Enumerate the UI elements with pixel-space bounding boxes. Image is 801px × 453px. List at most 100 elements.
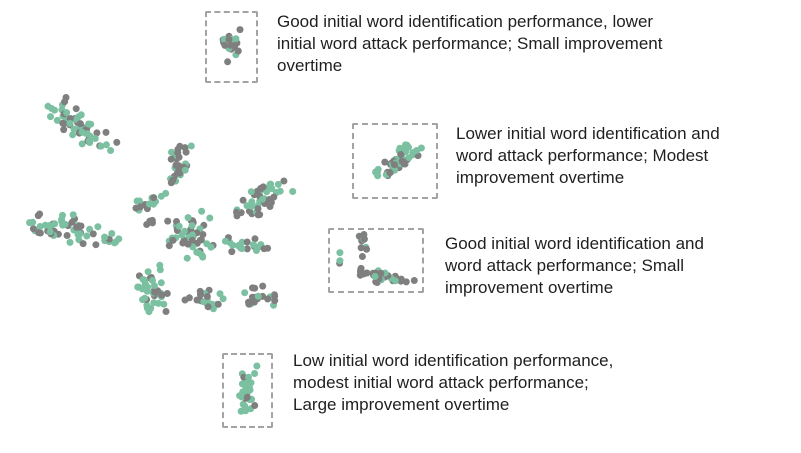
- scatter-point: [236, 392, 244, 400]
- scatter-point: [197, 291, 204, 299]
- cluster-highlight-box-1: [205, 11, 258, 83]
- cluster-highlight-box-3: [328, 228, 424, 293]
- scatter-point: [228, 248, 236, 256]
- scatter-point: [72, 105, 80, 113]
- annotation-line: modest initial word attack performance;: [293, 373, 589, 392]
- scatter-point: [157, 279, 165, 287]
- scatter-point: [108, 230, 116, 237]
- scatter-point: [224, 58, 232, 66]
- scatter-point: [256, 211, 264, 219]
- scatter-point: [234, 47, 242, 55]
- scatter-point: [92, 241, 100, 249]
- scatter-point: [182, 148, 190, 156]
- annotation-text-3: Good initial word identification and wor…: [445, 233, 704, 299]
- annotation-line: Low initial word identification performa…: [293, 351, 614, 370]
- annotation-line: word attack performance; Small: [445, 256, 685, 275]
- scatter-point: [372, 278, 380, 286]
- scatter-point: [336, 249, 344, 257]
- scatter-point: [405, 143, 412, 151]
- scatter-point: [371, 273, 379, 280]
- scatter-point: [162, 308, 170, 315]
- annotation-line: Good initial word identification and: [445, 234, 704, 253]
- scatter-point: [397, 277, 405, 285]
- scatter-point: [150, 299, 158, 307]
- scatter-point: [51, 220, 59, 228]
- scatter-point: [390, 161, 398, 169]
- scatter-point: [41, 221, 49, 229]
- scatter-point: [147, 304, 155, 312]
- scatter-point: [402, 278, 410, 286]
- scatter-point: [89, 230, 97, 238]
- scatter-point: [244, 381, 252, 388]
- annotation-text-4: Low initial word identification performa…: [293, 350, 613, 416]
- scatter-point: [136, 197, 143, 205]
- scatter-point: [241, 289, 249, 297]
- scatter-point: [360, 235, 368, 243]
- annotation-line: improvement overtime: [456, 168, 625, 187]
- scatter-point: [136, 203, 144, 211]
- annotation-line: improvement overtime: [445, 278, 614, 297]
- scatter-point: [78, 128, 86, 136]
- scatter-point: [35, 229, 43, 237]
- scatter-point: [160, 300, 168, 308]
- scatter-point: [169, 236, 177, 244]
- scatter-point: [175, 153, 183, 161]
- scatter-point: [60, 126, 68, 134]
- scatter-point: [47, 113, 54, 121]
- scatter-point: [363, 269, 371, 277]
- scatter-point: [83, 232, 91, 240]
- scatter-point: [405, 154, 413, 162]
- scatter-point: [236, 26, 244, 34]
- scatter-point: [363, 245, 371, 253]
- scatter-point: [227, 41, 235, 49]
- scatter-point: [206, 214, 214, 222]
- scatter-point: [185, 294, 193, 302]
- scatter-point: [141, 294, 149, 302]
- scatter-point: [237, 407, 245, 415]
- scatter-point: [289, 188, 297, 195]
- scatter-point: [196, 236, 204, 244]
- scatter-point: [409, 149, 417, 157]
- scatter-point: [184, 214, 192, 222]
- scatter-point: [101, 233, 109, 241]
- scatter-point: [233, 208, 240, 216]
- scatter-point: [254, 292, 262, 300]
- scatter-point: [76, 120, 84, 128]
- scatter-point: [46, 228, 54, 236]
- scatter-point: [245, 373, 252, 381]
- scatter-point: [150, 282, 158, 290]
- scatter-point: [143, 221, 151, 228]
- scatter-point: [176, 142, 184, 150]
- scatter-point: [198, 207, 206, 215]
- scatter-point: [187, 142, 195, 150]
- scatter-point: [204, 303, 212, 311]
- scatter-point: [259, 282, 267, 290]
- scatter-point: [264, 295, 272, 303]
- scatter-point: [62, 94, 70, 101]
- scatter-point: [94, 223, 102, 231]
- scatter-point: [112, 238, 120, 246]
- scatter-point: [270, 193, 278, 201]
- scatter-point: [410, 277, 418, 284]
- scatter-point: [358, 253, 366, 260]
- scatter-point: [183, 254, 191, 262]
- annotation-line: initial word attack performance; Small i…: [277, 34, 663, 53]
- scatter-point: [336, 257, 344, 265]
- scatter-point: [59, 119, 67, 127]
- scatter-point: [139, 276, 147, 283]
- scatter-point: [374, 172, 382, 180]
- scatter-point: [53, 116, 61, 124]
- scatter-point: [36, 210, 44, 218]
- scatter-point: [145, 200, 153, 208]
- scatter-point: [102, 128, 110, 136]
- scatter-point: [251, 235, 259, 243]
- scatter-point: [78, 140, 86, 148]
- scatter-point: [229, 241, 237, 249]
- scatter-point: [377, 269, 385, 277]
- scatter-point: [77, 111, 85, 119]
- scatter-point: [386, 169, 394, 177]
- scatter-point: [356, 271, 364, 279]
- scatter-point: [253, 188, 261, 196]
